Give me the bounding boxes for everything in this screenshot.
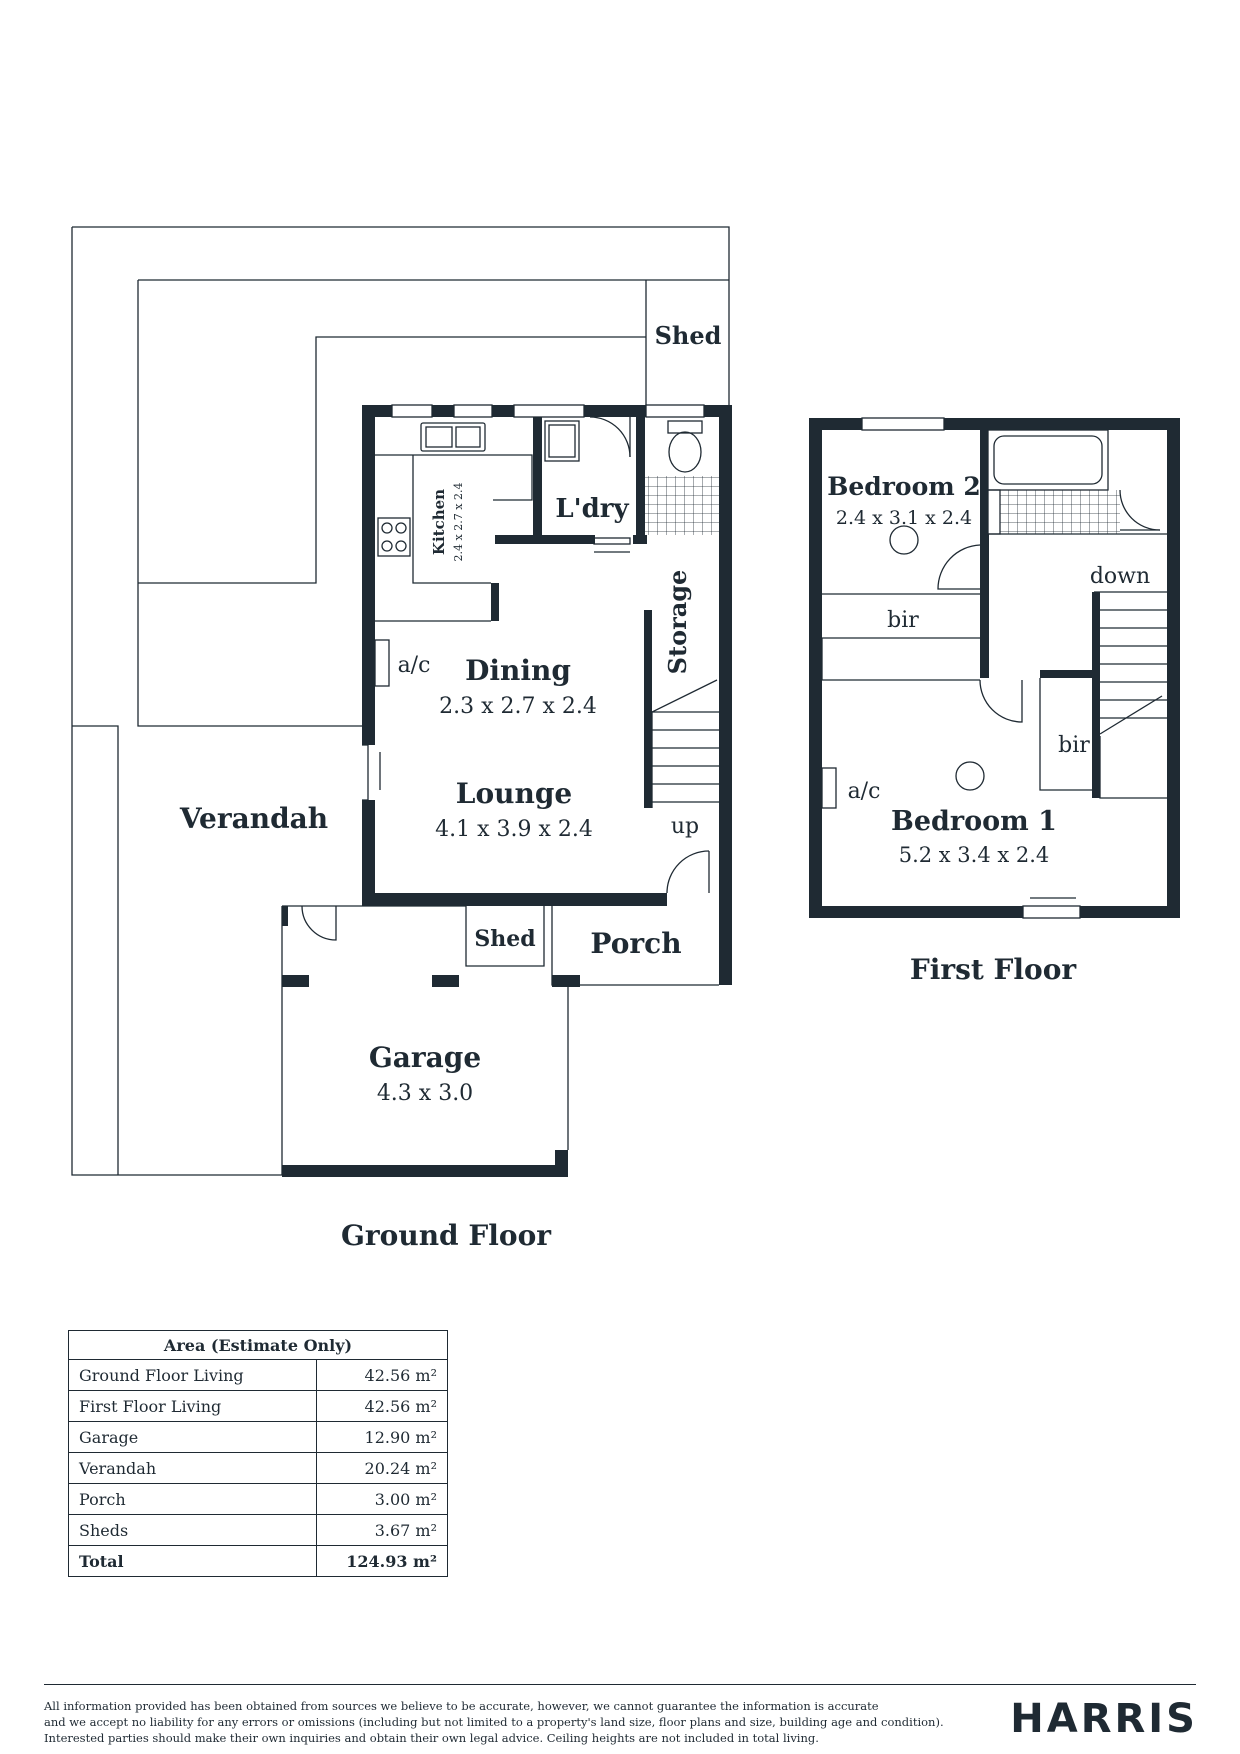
area-label: Porch: [68, 1483, 317, 1515]
label-bedroom2: Bedroom 2: [827, 472, 981, 501]
label-kitchen: Kitchen: [430, 489, 448, 555]
area-label: Ground Floor Living: [68, 1359, 317, 1391]
ensuite-tiles: [1000, 490, 1120, 534]
label-verandah: Verandah: [179, 802, 328, 835]
ground-floor-fixtures: [281, 404, 719, 1175]
disclaimer-line: Interested parties should make their own…: [44, 1731, 819, 1745]
inner-yard-line-1: [137, 279, 646, 727]
ground-floor-title: Ground Floor: [341, 1219, 552, 1252]
label-garage-dims: 4.3 x 3.0: [377, 1081, 473, 1106]
area-value: 42.56 m²: [316, 1359, 448, 1391]
label-laundry: L'dry: [555, 494, 629, 524]
area-label: First Floor Living: [68, 1390, 317, 1422]
shed-top-outline: [645, 279, 729, 405]
label-garage: Garage: [369, 1041, 481, 1074]
label-dining-dims: 2.3 x 2.7 x 2.4: [439, 694, 597, 719]
area-value: 3.00 m²: [316, 1483, 448, 1515]
label-bedroom1: Bedroom 1: [891, 806, 1057, 837]
label-lounge: Lounge: [456, 777, 572, 810]
label-storage: Storage: [663, 570, 692, 675]
area-value: 12.90 m²: [316, 1421, 448, 1453]
toilet-tiles: [645, 476, 719, 535]
label-lounge-dims: 4.1 x 3.9 x 2.4: [435, 817, 593, 842]
ground-floor-walls: [282, 405, 732, 1177]
first-floor-title: First Floor: [910, 953, 1078, 986]
label-ac-first: a/c: [848, 779, 881, 804]
label-dining: Dining: [465, 654, 571, 687]
first-floor-walls: [809, 418, 1180, 918]
label-down: down: [1090, 564, 1150, 589]
ground-floor-labels: Shed L'dry Kitchen 2.4 x 2.7 x 2.4 Stora…: [179, 321, 722, 1252]
label-kitchen-dims: 2.4 x 2.7 x 2.4: [452, 483, 465, 562]
area-total-label: Total: [68, 1545, 317, 1577]
label-shed-small: Shed: [474, 926, 535, 952]
footer-divider: [44, 1684, 1196, 1685]
area-table-heading: Area (Estimate Only): [68, 1330, 448, 1360]
label-bir-side: bir: [1058, 733, 1090, 758]
label-bir-top: bir: [887, 608, 919, 633]
area-value: 42.56 m²: [316, 1390, 448, 1422]
verandah-line: [72, 725, 119, 1175]
area-value: 20.24 m²: [316, 1452, 448, 1484]
label-shed-top: Shed: [655, 321, 722, 350]
label-bedroom1-dims: 5.2 x 3.4 x 2.4: [899, 843, 1050, 867]
label-bedroom2-dims: 2.4 x 3.1 x 2.4: [836, 507, 972, 529]
area-total-value: 124.93 m²: [316, 1545, 448, 1577]
ground-floor-plan: [71, 226, 730, 1176]
area-label: Sheds: [68, 1514, 317, 1546]
yard-boundary: [71, 226, 730, 1176]
area-label: Garage: [68, 1421, 317, 1453]
inner-yard-line-2: [138, 336, 646, 584]
brand-logo: HARRIS: [1010, 1696, 1198, 1742]
disclaimer: All information provided has been obtain…: [44, 1698, 964, 1746]
area-value: 3.67 m²: [316, 1514, 448, 1546]
area-label: Verandah: [68, 1452, 317, 1484]
disclaimer-line: and we accept no liability for any error…: [44, 1715, 944, 1729]
disclaimer-line: All information provided has been obtain…: [44, 1699, 879, 1713]
label-ac-ground: a/c: [398, 653, 431, 678]
label-porch: Porch: [590, 927, 681, 960]
area-table: Area (Estimate Only) Ground Floor Living…: [68, 1330, 448, 1577]
label-up: up: [671, 814, 699, 839]
first-floor-labels: Bedroom 2 2.4 x 3.1 x 2.4 down bir bir a…: [827, 472, 1150, 986]
